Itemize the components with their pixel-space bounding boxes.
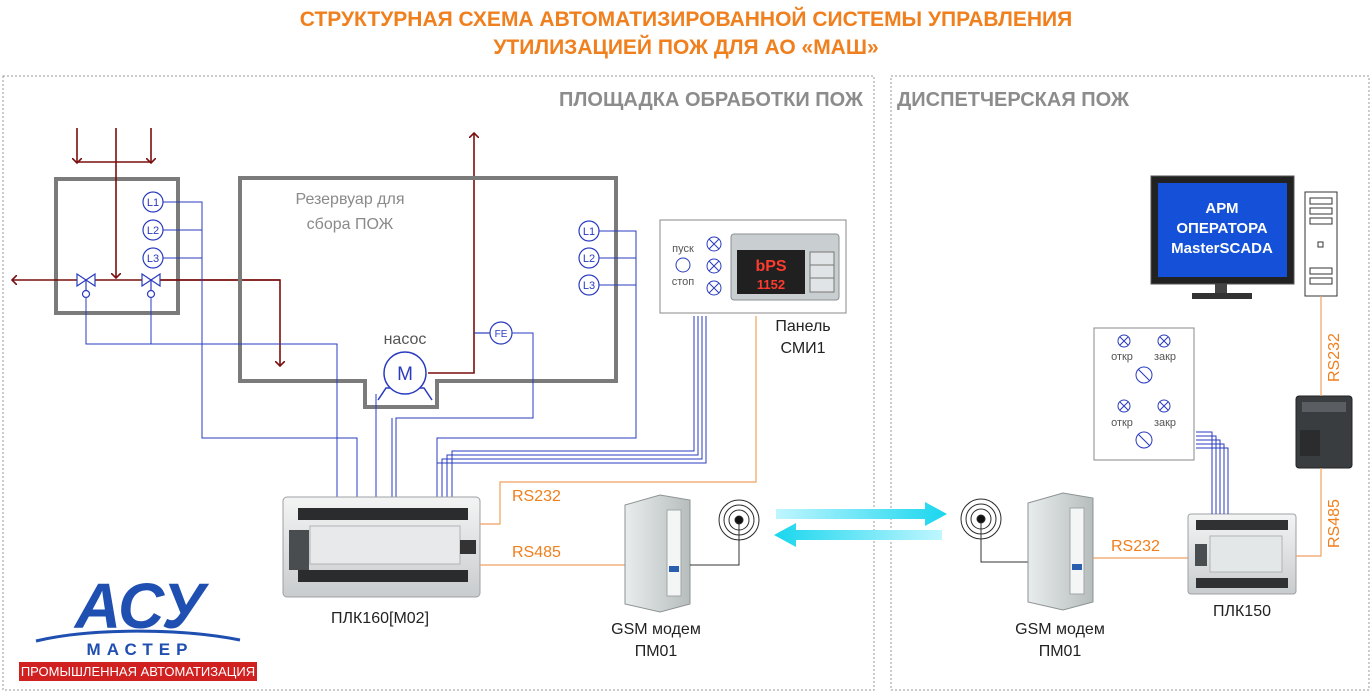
smi-start-stop-button (675, 257, 691, 273)
rs232-label-right: RS232 (1111, 538, 1160, 555)
workstation-line1: АРМ (1205, 200, 1238, 217)
smi-caption-line1: Панель (775, 318, 830, 335)
rs232-label-vertical: RS232 (1326, 333, 1343, 382)
tank-label-line1: Резервуар для (295, 191, 404, 208)
diagram-title-line2: УТИЛИЗАЦИЕЙ ПОЖ ДЛЯ АО «МАШ» (493, 36, 879, 59)
mixing-vessel (54, 177, 180, 315)
interface-converter-device (1295, 395, 1353, 469)
pump-discharge-pipe (428, 133, 474, 374)
open-label-1: откр (1111, 351, 1133, 363)
smi-display-top: bPS (755, 258, 786, 275)
level-label-tank-3: L3 (583, 280, 595, 292)
zone-right-label: ДИСПЕТЧЕРСКАЯ ПОЖ (897, 89, 1130, 111)
level-label-vessel-2: L2 (147, 225, 159, 237)
antenna-left-icon (718, 499, 760, 541)
plc160-device (282, 496, 481, 598)
valve-1-actuator (81, 289, 91, 299)
smi-display-device: bPS 1152 (730, 233, 840, 301)
operator-workstation (1150, 175, 1338, 299)
plc150-label: ПЛК150 (1213, 603, 1271, 620)
pump-symbol: M (397, 364, 413, 385)
collection-tank (238, 176, 618, 409)
gsm-right-line2: ПМ01 (1039, 643, 1082, 660)
close-label-1: закр (1154, 351, 1176, 363)
smi-caption-line2: СМИ1 (780, 340, 825, 357)
rs485-wire-vertical (1296, 468, 1322, 557)
workstation-line2: ОПЕРАТОРА (1176, 220, 1267, 237)
gsm-right-line1: GSM модем (1015, 621, 1105, 638)
open-label-2: откр (1111, 417, 1133, 429)
level-label-tank-1: L1 (583, 226, 595, 238)
logo-tagline: ПРОМЫШЛЕННАЯ АВТОМАТИЗАЦИЯ (21, 664, 255, 679)
rs485-label-vertical: RS485 (1326, 499, 1343, 548)
zone-left-frame (2, 75, 875, 691)
rs232-wire-left (480, 316, 757, 525)
gsm-left-line1: GSM модем (611, 621, 701, 638)
logo-main: АСУ (73, 570, 210, 642)
pump-motor-icon (383, 351, 427, 395)
zone-right-frame (890, 75, 1370, 691)
smi-display-bottom: 1152 (757, 277, 785, 292)
pipe-to-tank (151, 279, 280, 366)
plc160-label: ПЛК160[M02] (331, 610, 429, 627)
gsm-modem-left (624, 494, 691, 613)
tank-label-line2: сбора ПОЖ (307, 216, 394, 233)
rs485-label-left: RS485 (512, 544, 561, 561)
plc150-device (1187, 513, 1297, 595)
level-label-vessel-1: L1 (147, 197, 159, 209)
rs232-label-left: RS232 (512, 488, 561, 505)
gsm-modem-right (1027, 492, 1094, 611)
antenna-cable-right (980, 523, 1028, 563)
gsm-left-line2: ПМ01 (635, 643, 678, 660)
zone-left-label: ПЛОЩАДКА ОБРАБОТКИ ПОЖ (559, 89, 864, 111)
level-label-vessel-3: L3 (147, 253, 159, 265)
level-label-tank-2: L2 (583, 253, 595, 265)
radio-link-arrow-left (774, 523, 942, 547)
smi-stop-label: стоп (672, 276, 695, 288)
diagram-title-line1: СТРУКТУРНАЯ СХЕМА АВТОМАТИЗИРОВАННОЙ СИС… (299, 8, 1073, 31)
logo-sub: МАСТЕР (87, 640, 194, 659)
workstation-line3: MasterSCADA (1171, 240, 1273, 257)
company-logo: АСУ МАСТЕР ПРОМЫШЛЕННАЯ АВТОМАТИЗАЦИЯ (19, 570, 257, 681)
flow-sensor-label: FE (495, 329, 508, 340)
signal-wiring (85, 201, 707, 497)
close-label-2: закр (1154, 417, 1176, 429)
control-box-wiring (1196, 431, 1229, 514)
smi-start-label: пуск (672, 243, 694, 255)
radio-link-arrow-right (776, 502, 947, 526)
pump-label: насос (384, 331, 427, 348)
valve-2-actuator (146, 289, 156, 299)
